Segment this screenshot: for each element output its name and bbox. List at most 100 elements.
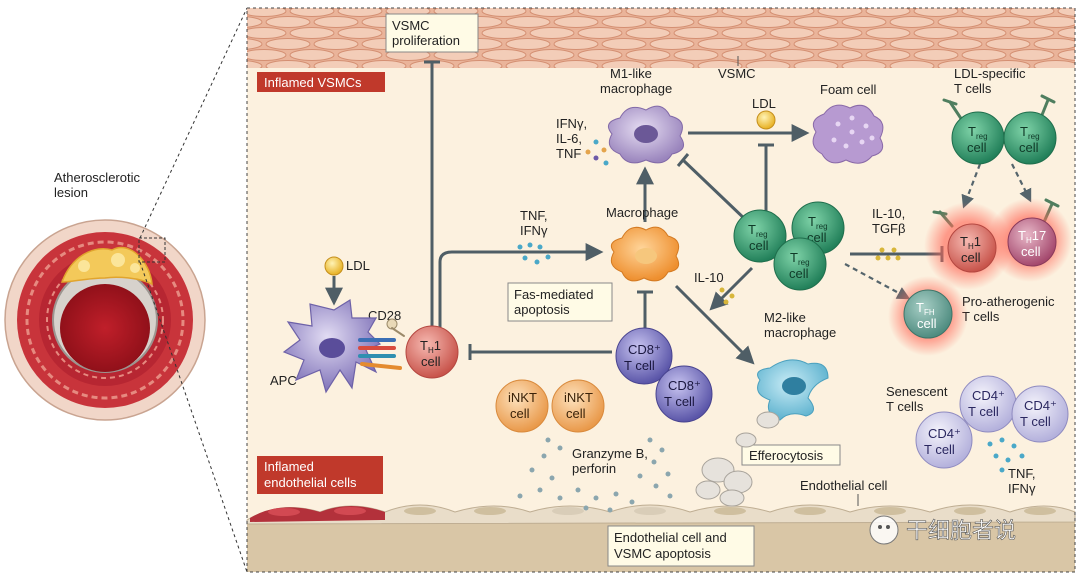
svg-text:cell: cell [566,406,586,421]
svg-text:Treg: Treg [968,124,988,141]
svg-text:iNKT: iNKT [508,390,537,405]
cd8-t-cell-a: CD8⁺ T cell [615,327,673,385]
zoom-line-top [139,7,248,239]
ldl-top-label: LDL [752,96,776,111]
tnf-ifng-mid-label: TNF,IFNγ [520,208,548,238]
svg-text:T cell: T cell [664,394,695,409]
svg-text:cell: cell [749,238,769,253]
inkt-cell-b: iNKT cell [551,379,605,433]
ldl-particle-top [756,110,776,130]
svg-text:cell: cell [421,354,441,369]
ldl-particle-left [324,256,344,276]
ifng-il6-tnf-label: IFNγ,IL-6,TNF [556,116,587,161]
connectors [325,60,944,365]
il10-label: IL-10 [694,270,724,285]
th17-pro-cell: TH17 cell [1007,217,1057,267]
svg-text:CD8⁺: CD8⁺ [668,378,701,393]
foam-cell-label: Foam cell [820,82,876,97]
main-panel-border [246,7,1076,573]
lesion-cross-section [4,219,206,421]
th1-pro-cell: TH1 cell [947,223,997,273]
svg-text:CD8⁺: CD8⁺ [628,342,661,357]
cytokine-dots [517,139,1025,473]
svg-text:TH1: TH1 [420,338,441,355]
treg-ldl-cell-b: Treg cell [1003,111,1057,165]
svg-text:T cell: T cell [968,404,999,419]
lesion-label: Atherosclerotic lesion [54,170,144,200]
svg-text:TH1: TH1 [960,234,981,251]
svg-text:TFH: TFH [916,300,935,317]
svg-text:CD4⁺: CD4⁺ [972,388,1005,403]
cd4-t-cell-c: CD4⁺ T cell [1011,385,1069,443]
svg-text:干细胞者说: 干细胞者说 [906,518,1016,543]
treg-cell-c: Treg cell [773,237,827,291]
inkt-cell-a: iNKT cell [495,379,549,433]
cd8-t-cell-b: CD8⁺ T cell [655,365,713,423]
apoptotic-debris [695,411,780,507]
efferocytosis-box: Efferocytosis [741,444,841,466]
cd4-t-cell-a: CD4⁺ T cell [915,411,973,469]
tfh-cell: TFH cell [903,289,953,339]
receptor-complex [358,318,405,370]
svg-text:Efferocytosis: Efferocytosis [749,448,824,463]
lesion-zoom-box [138,237,166,263]
macrophage-label: Macrophage [606,205,678,220]
svg-text:Treg: Treg [808,214,828,231]
svg-text:cell: cell [789,266,809,281]
svg-text:cell: cell [510,406,530,421]
foam-cell [812,104,884,164]
apc-label: APC [270,373,297,388]
apc-dendritic-cell [282,298,382,394]
svg-text:iNKT: iNKT [564,390,593,405]
svg-text:TH17: TH17 [1018,228,1046,245]
svg-text:T cell: T cell [924,442,955,457]
inflamed-vsmcs-badge: Inflamed VSMCs [257,72,385,92]
macrophage-nucleus [635,248,657,264]
vsmc-label: VSMC [718,66,756,81]
zoom-line-bottom [139,261,248,573]
svg-text:T cell: T cell [1020,414,1051,429]
granzyme-dots [517,437,673,513]
svg-text:Treg: Treg [790,250,810,267]
treg-ldl-cell-a: Treg cell [951,111,1005,165]
svg-text:cell: cell [961,250,981,265]
svg-text:Inflamed VSMCs: Inflamed VSMCs [264,75,362,90]
vsmc-layer [247,8,1075,68]
svg-text:CD4⁺: CD4⁺ [928,426,961,441]
endothelial-cell-label: Endothelial cell [800,478,888,493]
il10-tgfb-label: IL-10,TGFβ [872,206,905,236]
svg-text:Treg: Treg [748,222,768,239]
svg-text:cell: cell [1021,244,1041,259]
ldl-left-label: LDL [346,258,370,273]
svg-text:Treg: Treg [1020,124,1040,141]
tnf-ifng-right-label: TNF,IFNγ [1008,466,1036,496]
svg-text:cell: cell [917,316,937,331]
dashed-connectors [844,163,1032,300]
granzyme-label: Granzyme B,perforin [572,446,648,476]
svg-text:cell: cell [1019,140,1039,155]
m1-nucleus [634,125,658,143]
treg-cell-a: Treg cell [733,209,787,263]
th1-cell-center: TH1 cell [405,325,459,379]
watermark: 干细胞者说 [869,515,1016,545]
svg-text:cell: cell [967,140,987,155]
svg-text:CD4⁺: CD4⁺ [1024,398,1057,413]
cd4-t-cell-b: CD4⁺ T cell [959,375,1017,433]
m2-nucleus [782,377,806,395]
endothelial-layer [246,504,1076,525]
svg-text:T cell: T cell [624,358,655,373]
